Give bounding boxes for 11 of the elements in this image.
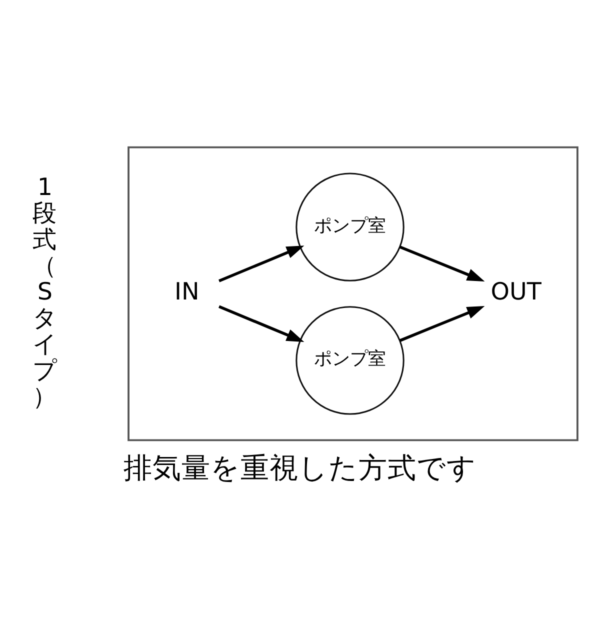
node-circle: ポンプ室 <box>296 172 404 282</box>
caption: 排気量を重視した方式です <box>124 450 476 484</box>
arrow <box>218 305 304 342</box>
node-text: IN <box>174 278 200 306</box>
label: 1段式（Sタイプ） <box>32 172 58 410</box>
node-circle: ポンプ室 <box>296 306 404 415</box>
cluster <box>128 146 578 442</box>
arrow <box>399 306 485 342</box>
node-text: OUT <box>490 278 542 306</box>
arrow <box>218 246 304 282</box>
arrow <box>399 246 485 282</box>
